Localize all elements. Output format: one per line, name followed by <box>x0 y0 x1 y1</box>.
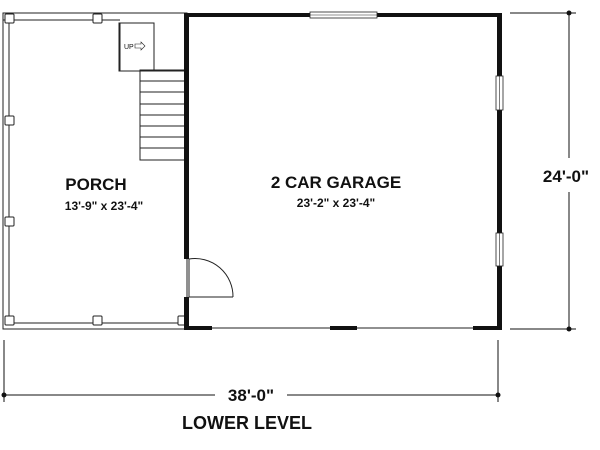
garage-size: 23'-2" x 23'-4" <box>297 196 375 210</box>
stair-landing <box>118 22 155 72</box>
porch-post <box>92 13 103 24</box>
depth-dimension: 24'-0" <box>510 10 589 332</box>
width-dimension-label: 38'-0" <box>228 386 274 405</box>
garage-side-door <box>188 258 234 298</box>
porch-post <box>4 13 15 24</box>
garage-name: 2 CAR GARAGE <box>271 173 401 192</box>
porch-post <box>4 216 15 227</box>
garage-walls <box>184 11 504 330</box>
porch-size: 13'-9" x 23'-4" <box>65 199 143 213</box>
porch-post <box>4 315 15 326</box>
width-dimension: 38'-0" <box>1 340 501 405</box>
plan-title: LOWER LEVEL <box>182 413 312 433</box>
porch-post <box>4 115 15 126</box>
depth-dimension-label: 24'-0" <box>543 167 589 186</box>
stair-up-arrow-icon <box>134 41 146 51</box>
porch-area <box>2 12 188 330</box>
stair-up-label: UP <box>124 44 134 51</box>
porch-post <box>92 315 103 326</box>
stair: UP <box>118 22 188 161</box>
porch-name: PORCH <box>65 175 126 194</box>
porch-outline <box>2 12 188 330</box>
